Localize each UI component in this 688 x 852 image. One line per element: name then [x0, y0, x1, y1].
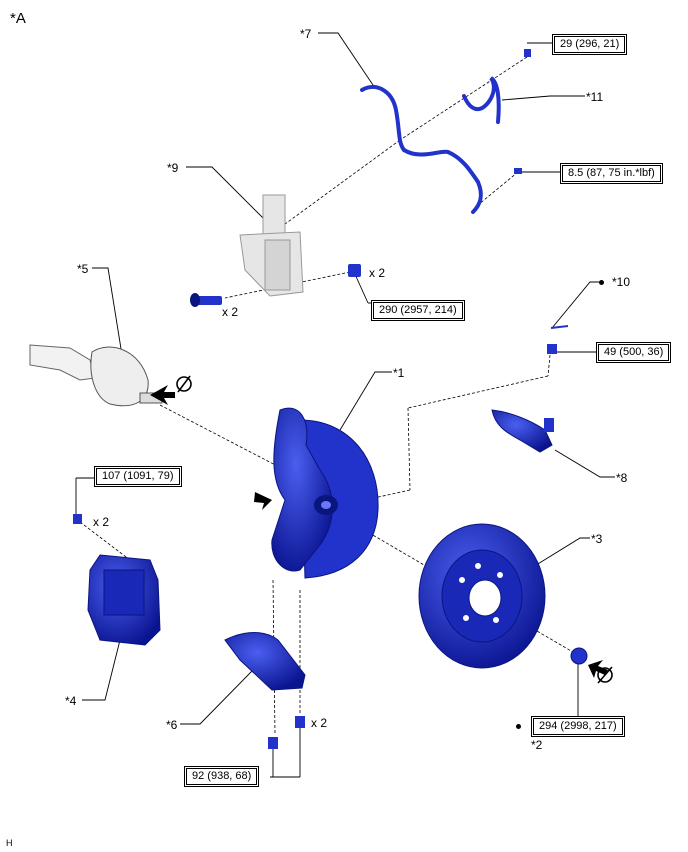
clip-bolt-8-5 — [514, 168, 522, 174]
lower-bracket — [224, 632, 306, 749]
speed-sensor-wire — [360, 76, 501, 214]
torque-spec-tie-rod-nut: 49 (500, 36) — [596, 342, 672, 363]
bullet-marker-10 — [599, 280, 604, 285]
strut-bolts — [190, 264, 361, 307]
callout-1: *1 — [393, 366, 405, 380]
callout-leader-lines — [75, 32, 615, 778]
qty-caliper-bolt: x 2 — [93, 515, 110, 529]
tie-rod-end — [491, 325, 569, 453]
torque-spec-lower-bolt: 92 (938, 68) — [184, 766, 260, 787]
torque-spec-caliper-bolt: 107 (1091, 79) — [94, 466, 182, 487]
callout-9: *9 — [167, 161, 179, 175]
shock-absorber-strut — [239, 194, 304, 297]
qty-strut-nut: x 2 — [369, 266, 386, 280]
qty-lower-bolt: x 2 — [311, 716, 328, 730]
callout-5: *5 — [77, 262, 89, 276]
sensor-bolt-29 — [524, 49, 531, 57]
callout-8: *8 — [616, 471, 628, 485]
knuckle-arrow — [254, 492, 272, 510]
diagram-code: H — [6, 838, 13, 848]
drive-shaft — [29, 344, 163, 407]
torque-spec-sensor-bolt: 29 (296, 21) — [552, 34, 628, 55]
brake-caliper — [73, 514, 161, 646]
steering-knuckle-dust-cover — [271, 407, 379, 579]
diagram-title: *A — [10, 10, 26, 27]
callout-2: *2 — [531, 738, 543, 752]
callout-11: *11 — [586, 90, 604, 104]
shaft-orientation-arrow — [150, 375, 192, 405]
callout-10: *10 — [612, 275, 631, 289]
callout-6: *6 — [166, 718, 178, 732]
torque-spec-clip-bolt: 8.5 (87, 75 in.*lbf) — [560, 163, 663, 184]
torque-spec-hub-nut: 294 (2998, 217) — [531, 716, 625, 737]
hub-nut-orientation-arrow — [588, 660, 613, 684]
hub-nut — [570, 647, 588, 665]
callout-7: *7 — [300, 27, 312, 41]
callout-4: *4 — [65, 694, 77, 708]
brake-disc — [418, 523, 546, 669]
qty-strut-bolt: x 2 — [222, 305, 239, 319]
callout-3: *3 — [591, 532, 603, 546]
torque-spec-strut-bolt: 290 (2957, 214) — [371, 300, 465, 321]
bullet-marker-2 — [516, 724, 521, 729]
